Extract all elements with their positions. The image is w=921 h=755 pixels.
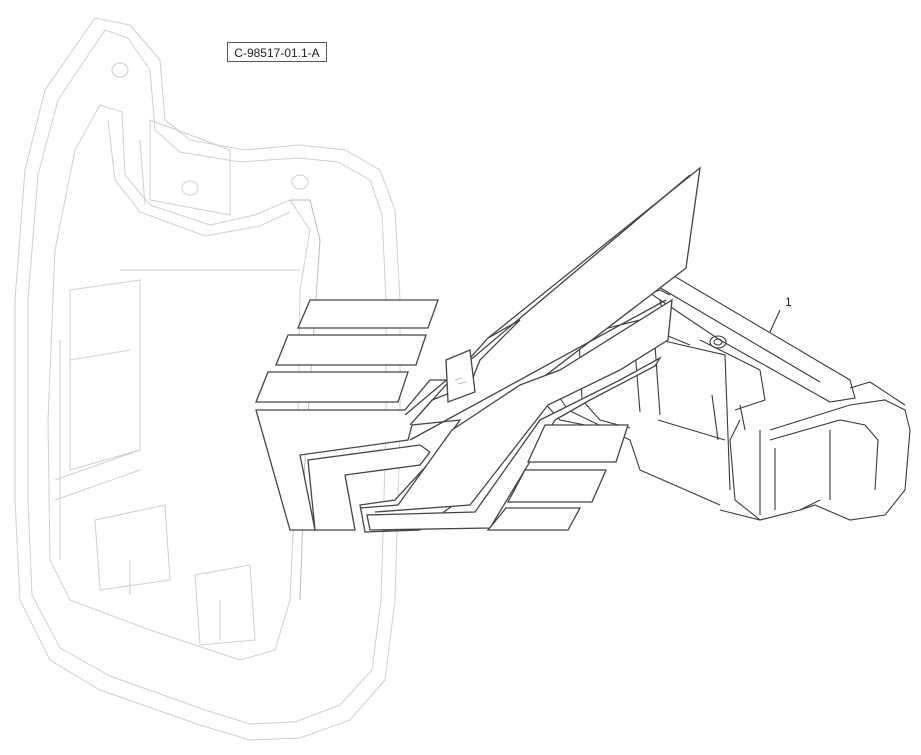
- drawing-reference-label: C-98517-01.1-A: [227, 42, 327, 62]
- stylized-emblem: [255, 166, 701, 533]
- callout-number-1: 1: [785, 295, 792, 309]
- ghost-frame: [14, 17, 401, 741]
- callout-leader-1: [769, 309, 781, 333]
